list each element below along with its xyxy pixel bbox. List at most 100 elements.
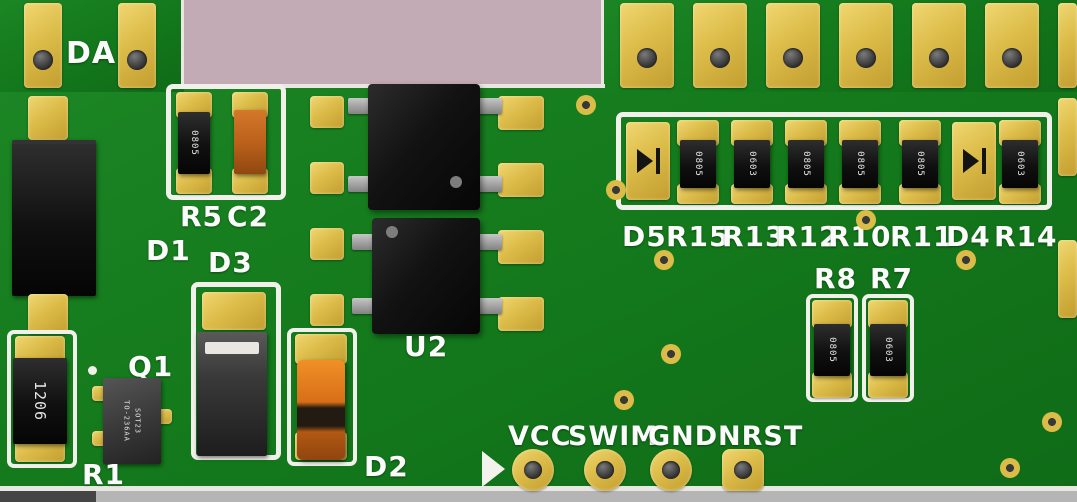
- r14-pad: [999, 184, 1041, 204]
- diode-bar-icon: [655, 148, 660, 174]
- diode-d2-body[interactable]: [297, 360, 345, 460]
- u2-pad: [310, 162, 344, 194]
- r13-pad: [731, 184, 773, 204]
- pad-hole: [1002, 48, 1022, 68]
- via: [956, 250, 976, 270]
- refdes-d4: D4: [946, 220, 991, 253]
- refdes-d1: D1: [146, 234, 191, 267]
- bottom-strip-dark: [0, 491, 96, 502]
- r10-pad: [839, 184, 881, 204]
- refdes-r11: R11: [890, 220, 954, 253]
- pad-hole: [710, 48, 730, 68]
- r15-pad: [677, 184, 719, 204]
- refdes-r5: R5: [180, 200, 224, 233]
- pad-hole: [637, 48, 657, 68]
- via: [614, 390, 634, 410]
- pin1-arrow-icon: [482, 451, 505, 487]
- resistor-r13-body[interactable]: 0603: [734, 140, 770, 188]
- silkscreen-box-r5c2: [166, 84, 286, 200]
- diode-d5-pad[interactable]: [626, 122, 670, 200]
- r13-marking: 0603: [747, 151, 757, 177]
- connector-pad: [620, 3, 674, 88]
- resistor-r7-body[interactable]: 0603: [870, 324, 906, 376]
- ic-pin: [478, 98, 502, 114]
- r1-marking: 1206: [31, 380, 49, 422]
- r7-marking: 0603: [883, 337, 893, 363]
- via: [606, 180, 626, 200]
- pad-hole: [33, 50, 53, 70]
- u2-pad: [498, 230, 544, 264]
- refdes-r7: R7: [870, 262, 914, 295]
- label-swim: SWIM: [568, 421, 659, 452]
- ic-pin: [352, 298, 376, 314]
- pad-hole: [127, 50, 147, 70]
- via: [654, 250, 674, 270]
- connector-pad: [693, 3, 747, 88]
- label-vcc: VCC: [508, 421, 572, 452]
- refdes-r13: R13: [722, 220, 786, 253]
- r12-marking: 0805: [801, 151, 811, 177]
- ic-pin: [348, 98, 372, 114]
- capacitor-c2-body[interactable]: [234, 110, 266, 174]
- resistor-r10-body[interactable]: 0805: [842, 140, 878, 188]
- refdes-r12: R12: [776, 220, 840, 253]
- diode-d4-pad[interactable]: [952, 122, 996, 200]
- connector-pad: [766, 3, 820, 88]
- resistor-r12-body[interactable]: 0805: [788, 140, 824, 188]
- refdes-c2: C2: [227, 200, 270, 233]
- resistor-r11-body[interactable]: 0805: [902, 140, 938, 188]
- label-nrst: NRST: [718, 421, 804, 452]
- d2-pad: [295, 334, 347, 364]
- d3-pad: [202, 292, 266, 330]
- refdes-r8: R8: [814, 262, 858, 295]
- silkscreen-box-r8: [806, 294, 858, 402]
- connector-pad-partial: [1058, 3, 1077, 88]
- refdes-d3: D3: [208, 246, 253, 279]
- u2-pad: [310, 228, 344, 260]
- u2-pad: [498, 163, 544, 197]
- refdes-q1: Q1: [128, 350, 174, 383]
- r7-pad: [868, 300, 908, 328]
- via: [576, 95, 596, 115]
- r12-pad: [785, 184, 827, 204]
- bottom-strip: [0, 491, 1077, 502]
- ic-u2-package-1[interactable]: [368, 84, 480, 210]
- via: [1042, 412, 1062, 432]
- resistor-r8-body[interactable]: 0805: [814, 324, 850, 376]
- label-da: DA: [66, 36, 117, 71]
- u2-pad: [498, 96, 544, 130]
- q1-marking: SOT23 TO-236AA: [123, 400, 142, 442]
- r8-pad: [812, 300, 852, 328]
- r14-marking: 0603: [1015, 151, 1025, 177]
- r11-marking: 0805: [915, 151, 925, 177]
- pad-hole: [596, 461, 614, 479]
- resistor-r14-body[interactable]: 0603: [1002, 140, 1038, 188]
- via: [1000, 458, 1020, 478]
- component-d1[interactable]: [12, 140, 96, 296]
- ic-pin: [478, 298, 502, 314]
- transistor-q1-body[interactable]: SOT23 TO-236AA: [103, 378, 161, 464]
- ic-pin: [352, 234, 376, 250]
- silkscreen-box-r7: [862, 294, 914, 402]
- component-d3-body[interactable]: [197, 332, 267, 456]
- resistor-r15-body[interactable]: 0805: [680, 140, 716, 188]
- ic-pin: [478, 176, 502, 192]
- pad-hole: [929, 48, 949, 68]
- resistor-r1-body[interactable]: 1206: [13, 358, 67, 444]
- board-edge-left-tab: [181, 0, 184, 88]
- refdes-r14: R14: [994, 220, 1058, 253]
- pad-hole: [856, 48, 876, 68]
- resistor-r5-body[interactable]: 0805: [178, 112, 210, 174]
- d1-pad: [28, 96, 68, 140]
- refdes-d5: D5: [622, 220, 667, 253]
- d3-stripe: [205, 342, 259, 354]
- q1-pin1-dot: [88, 366, 97, 375]
- u2-pad: [310, 294, 344, 326]
- diode-symbol-icon: [962, 149, 979, 173]
- connector-pad: [24, 3, 62, 88]
- ic-pin: [478, 234, 502, 250]
- d1-pad: [28, 294, 68, 334]
- board-edge-right-tab: [601, 0, 604, 88]
- silkscreen-box-d3: [191, 282, 281, 460]
- edge-pad: [1058, 240, 1077, 318]
